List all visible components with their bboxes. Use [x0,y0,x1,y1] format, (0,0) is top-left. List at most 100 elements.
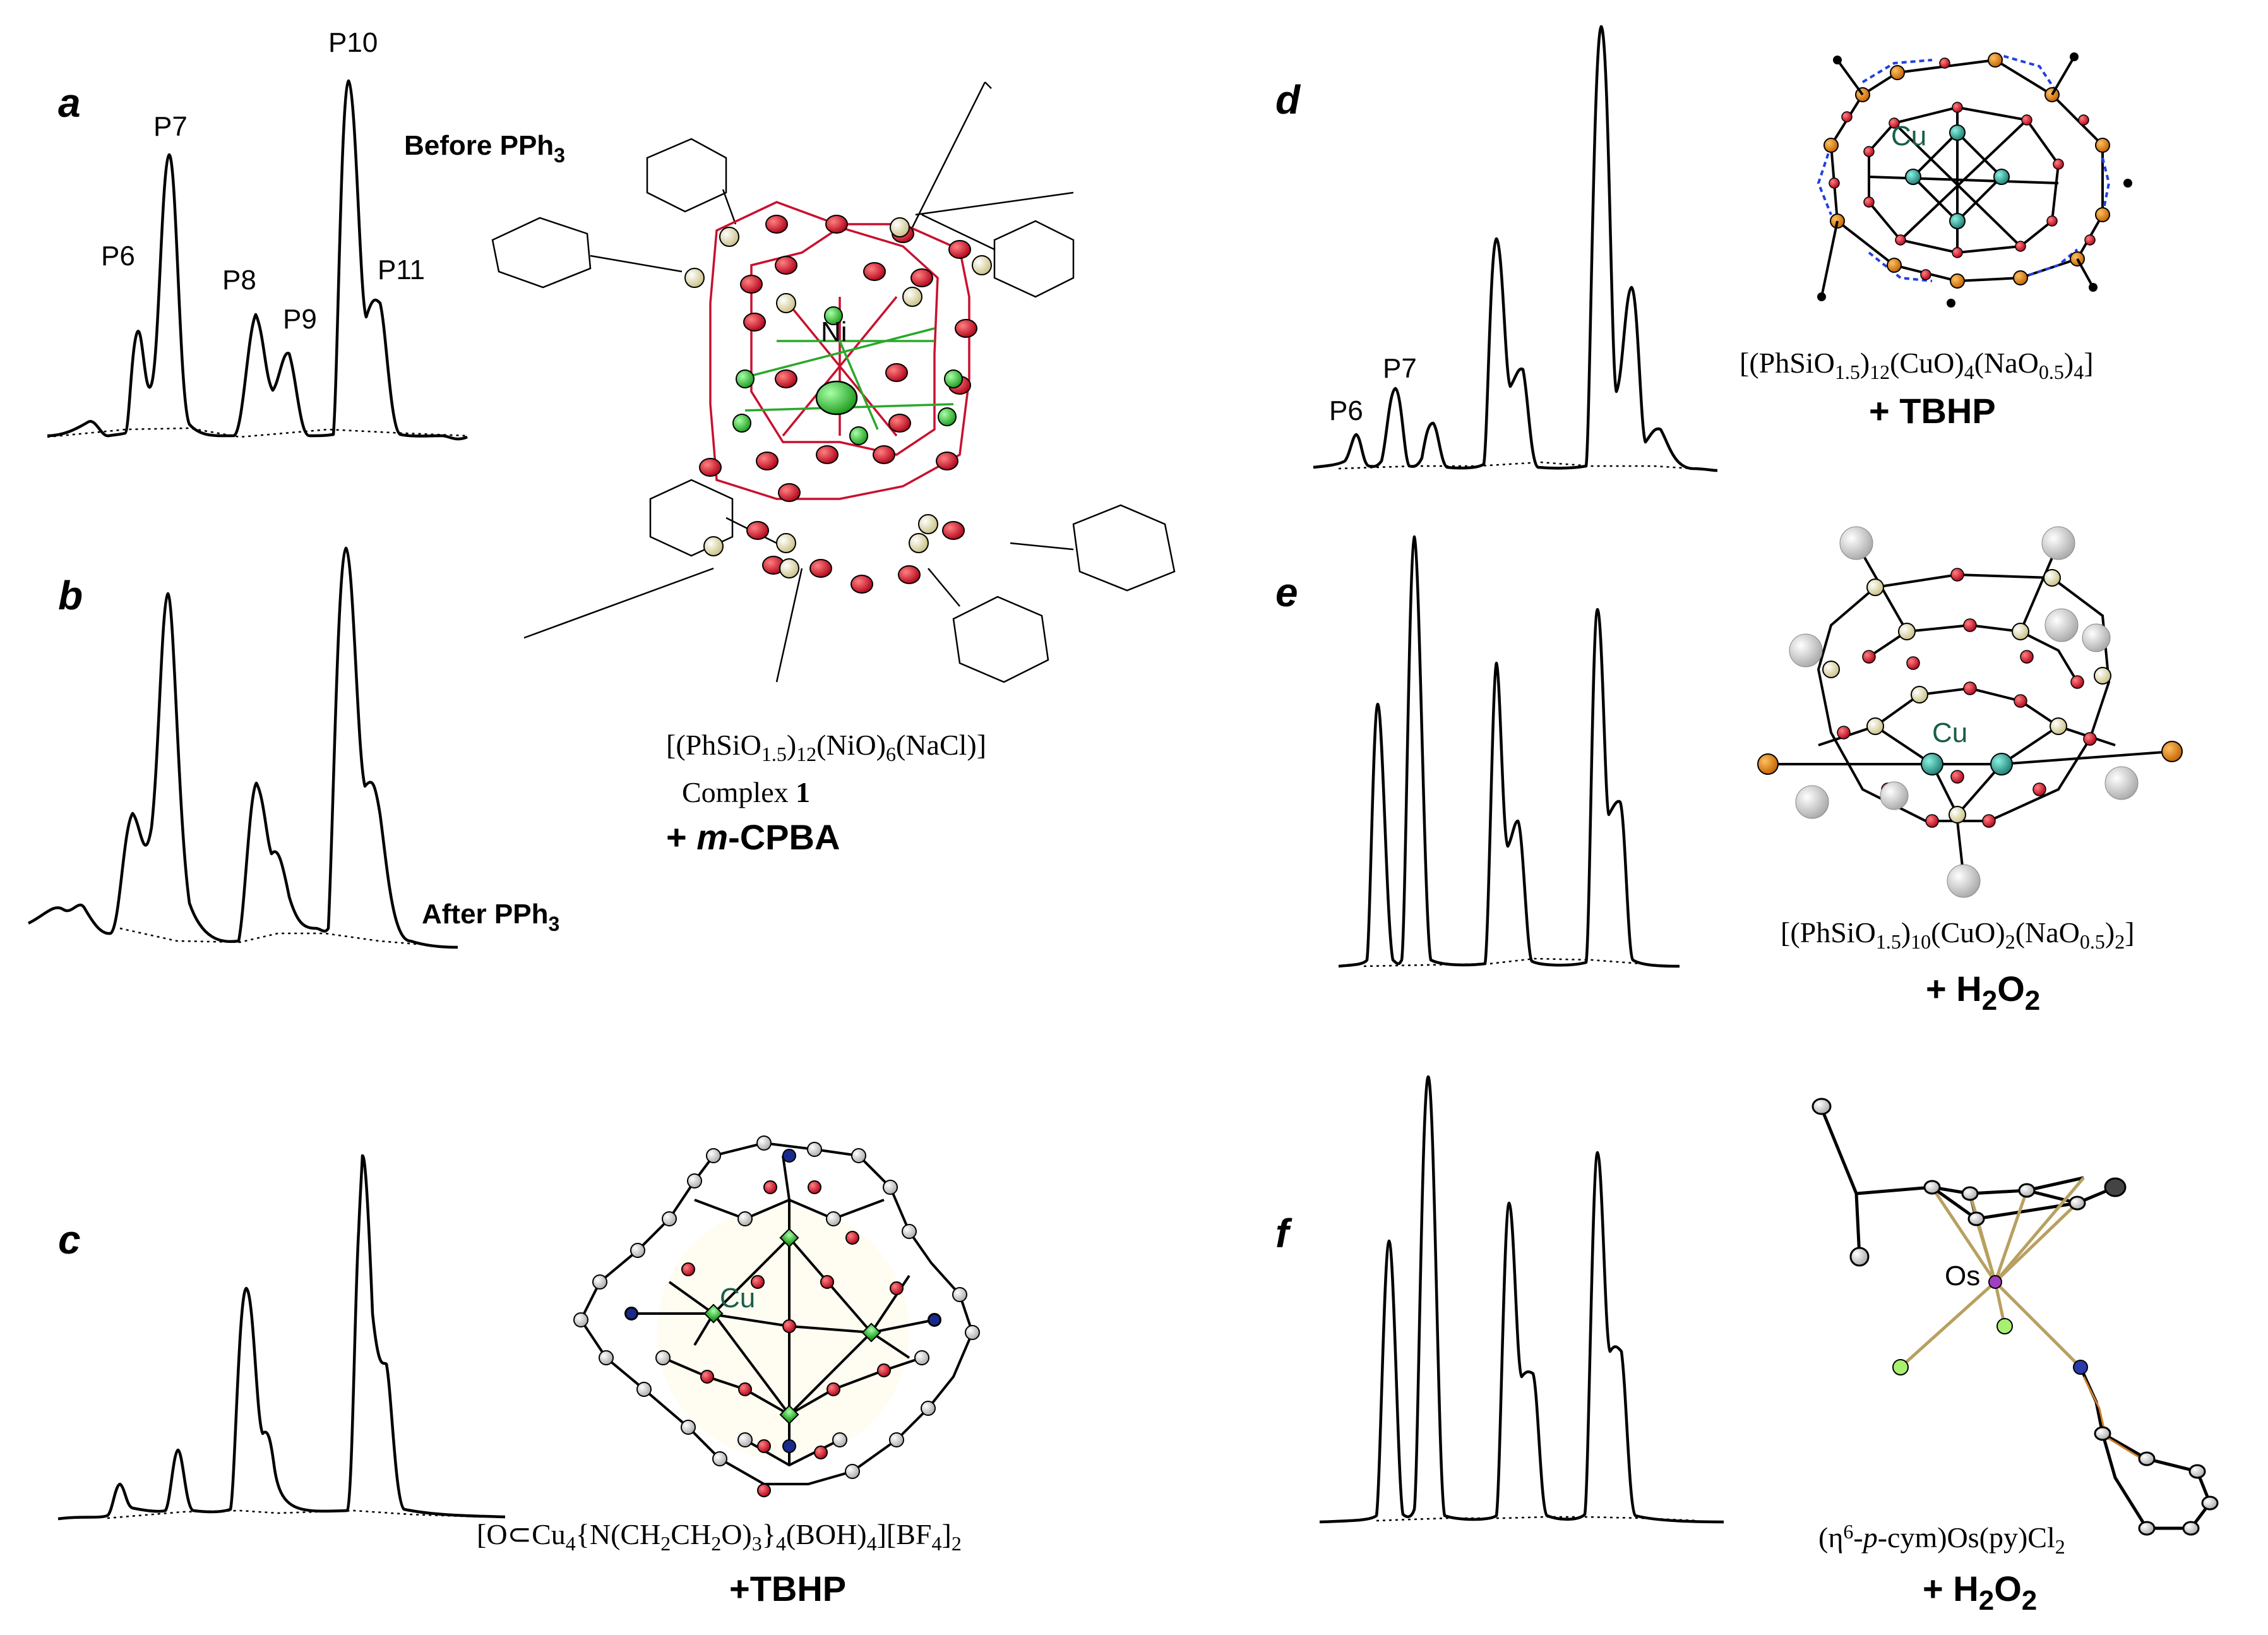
peak-label-p9: P9 [283,304,317,335]
carbon-atom [737,1432,753,1447]
panel-f: f [1275,1075,1724,1524]
oxygen-atom [820,1275,834,1289]
carbon-atom [889,1432,904,1447]
oxygen-atom [2083,732,2097,746]
oxygen-atom [948,240,971,259]
silicon-atom [1911,686,1928,704]
after-pph3-label: After PPh3 [422,899,559,935]
complex-3-formula: [(PhSiO1.5)12(CuO)4(NaO0.5)4] [1740,347,2094,383]
oxygen-atom [699,458,722,477]
nitrogen-atom [782,1439,796,1453]
silicon-atom [890,217,910,237]
carbon-atom [914,1350,929,1365]
complex-5-formula: (η6-p-cym)Os(py)Cl2 [1818,1520,2065,1558]
copper-label: Cu [1932,717,1967,748]
oxygen-atom [782,1319,796,1333]
phenyl-group [2041,526,2075,560]
complex-2-formula: [O⊂Cu4{N(CH2CH2O)3}4(BOH)4][BF4]2 [477,1518,962,1555]
carbon-atom [1811,1098,1832,1115]
silicon-atom [779,558,799,578]
oxygen-atom [890,1281,904,1295]
oxygen-atom [827,1382,840,1396]
silicon-atom [902,287,922,307]
oxygen-atom [1939,57,1950,69]
oxygen-atom [757,1439,771,1453]
oxygen-atom [885,363,908,382]
oxygen-atom [814,1446,828,1459]
panel-letter-b: b [58,573,83,618]
oxygen-atom [816,445,839,464]
carbon-atom [807,1142,822,1157]
copper-atom [1949,213,1966,229]
silicon-atom [1898,623,1916,640]
silicon-atom [776,293,796,313]
panel-d: d P6 P7 [1275,25,1718,472]
silicon-atom [1949,806,1966,823]
oxygen-atom [751,1275,765,1289]
chlorine-atom [1892,1359,1909,1375]
carbon-atom [2201,1495,2219,1511]
carbon-atom [1967,1211,1985,1226]
complex-1-structure: Ni [491,81,1176,683]
oxygen-atom [1925,814,1939,828]
copper-atom [1921,753,1943,776]
silicon-atom [719,227,739,247]
complex-5-structure: Os [1811,1098,2219,1536]
complex-4-reagent: + H2O2 [1926,969,2040,1016]
phenyl-ring [491,217,592,289]
silicon-atom [972,255,992,275]
oxygen-atom [2046,215,2058,227]
oxygen-atom [850,575,873,594]
oxygen-atom [955,319,977,338]
oxygen-atom [1963,618,1977,632]
carbon-atom [832,1432,847,1447]
silicon-atom [2013,270,2028,285]
osmium-atom [1988,1275,2002,1289]
carbon-atom [1961,1186,1979,1201]
complex-3-reagent: + TBHP [1869,391,1996,431]
silicon-atom [1890,65,1905,80]
oxygen-atom [740,275,763,294]
copper-label: Cu [720,1283,755,1314]
nitrogen-atom [928,1314,941,1326]
oxygen-atom [757,1483,771,1497]
silicon-atom [918,514,938,534]
complex-2-structure: Cu [573,1135,980,1497]
oxygen-atom [2020,650,2034,664]
oxygen-atom [898,565,921,584]
phenyl-group [1789,633,1823,668]
phenyl-ring [952,596,1049,683]
copper-atom [1990,753,2013,776]
phenyl-ring [646,138,727,213]
oxygen-atom [1895,234,1906,246]
carbon-atom [662,1211,677,1226]
carbon-atom [573,1312,588,1327]
silicon-atom [2043,569,2061,587]
carbon-atom [2094,1426,2111,1441]
silicon-atom [2012,623,2029,640]
chromatogram-e [1338,535,1680,968]
oxygen-atom [738,1382,752,1396]
phenyl-group [1880,781,1909,810]
carbon-atom [636,1382,652,1397]
chromatogram-a [47,79,468,441]
before-pph3-label: Before PPh3 [404,130,565,167]
chromatogram-d [1313,25,1718,472]
phenyl-group [2044,608,2079,642]
peak-label-d-p7: P7 [1383,353,1417,384]
copper-atom [1993,169,2010,185]
complex-4-formula: [(PhSiO1.5)10(CuO)2(NaO0.5)2] [1781,916,2135,953]
oxygen-atom [1920,269,1931,280]
oxygen-atom [1906,656,1920,670]
carbon-atom [2123,179,2132,188]
oxygen-atom [942,521,965,540]
phenyl-group [2104,766,2139,800]
silicon-atom [703,536,724,556]
complex-2-reagent: +TBHP [729,1569,846,1608]
panel-letter-d: d [1275,77,1301,123]
oxygen-atom [1829,177,1840,189]
oxygen-atom [1950,568,1964,582]
silicon-atom [1866,578,1884,596]
silicon-atom [776,533,796,553]
